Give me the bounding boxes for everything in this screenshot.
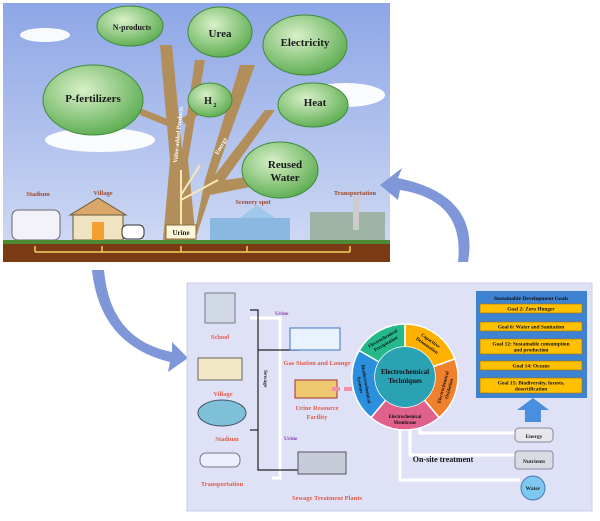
sdg-goal: [479, 338, 583, 355]
label-gas-station: Gas Station and Lounge: [283, 360, 350, 367]
sdg-goal-label-2: desertification: [515, 387, 547, 393]
sdg-goal-label: Goal 2: Zero Hunger: [507, 307, 555, 313]
technique-label: Systems: [355, 377, 363, 394]
buildings: [11, 196, 385, 241]
nutrients-tank: [514, 450, 554, 470]
label-urine-resource: Urine Resource: [295, 405, 338, 412]
sdg-goal: [479, 303, 583, 314]
sdg-goal: [479, 321, 583, 332]
center-label-1: Electrochemical: [381, 368, 429, 376]
label-urine-top: Urine: [275, 311, 289, 317]
energy-tank: [514, 427, 554, 443]
technique-label: Bioelectrochemical: [359, 364, 371, 404]
label-stadium: Stadium: [26, 191, 50, 198]
label-reused: Reused: [268, 159, 302, 171]
label-stadium: Stadium: [215, 436, 239, 443]
label-sewage: Sewage: [262, 370, 268, 388]
urine-source-box: [165, 224, 197, 240]
leaf-clusters: [42, 5, 349, 199]
sdg-goal-label-2: and production: [514, 348, 549, 354]
sdg-goal-label: Goal 12: Sustainable consumption: [492, 342, 569, 348]
sdg-goal: [479, 360, 583, 371]
clouds: [20, 28, 385, 152]
source-buildings: [197, 292, 347, 475]
label-transportation: Transportation: [334, 190, 377, 197]
top-panel-tree: N-products Urea Electricity P-fertilizer…: [3, 3, 390, 262]
curved-arrow-down: [92, 270, 188, 372]
sdg-goal-label: Goal 6: Water and Sanitation: [498, 325, 564, 331]
label-n-products: N-products: [113, 23, 152, 32]
label-water-output: Water: [526, 486, 541, 492]
label-village: Village: [93, 190, 112, 197]
label-energy-output: Energy: [525, 434, 542, 440]
label-scenery-spot: Scenery spot: [235, 199, 271, 206]
curved-arrow-up: [380, 168, 470, 262]
water-drop: [520, 475, 546, 501]
technique-label: Electrochemical: [389, 415, 423, 420]
label-water: Water: [270, 172, 299, 184]
label-value-added-products: Value-added Products: [173, 106, 185, 163]
soil: [3, 244, 390, 262]
label-h2-subscript: 2: [214, 103, 217, 109]
label-onsite-treatment: On-site treatment: [413, 455, 474, 464]
label-p-fertilizers: P-fertilizers: [65, 93, 121, 105]
label-heat: Heat: [304, 97, 327, 109]
label-sewage-treatment: Sewage Treatment Plants: [292, 495, 363, 502]
sdg-goal-label: Goal 14: Oceans: [512, 364, 549, 370]
bottom-panel-electrochemical: School Village Stadium Transportation Ga…: [186, 282, 593, 512]
label-facility: Facility: [307, 414, 329, 421]
technique-label: Membrane: [394, 421, 417, 426]
label-urine: Urine: [172, 229, 189, 237]
label-village: Village: [213, 391, 232, 398]
up-arrow: [517, 398, 549, 422]
center-circle: [375, 347, 435, 407]
grass: [3, 240, 390, 244]
label-school: School: [211, 334, 230, 341]
label-transportation: Transportation: [201, 481, 244, 488]
technique-label: Oxidation: [445, 378, 455, 399]
urine-arrows: [180, 164, 219, 228]
label-h2: H: [204, 96, 212, 107]
label-electricity: Electricity: [281, 37, 330, 49]
label-nutrients-output: Nutrients: [523, 459, 545, 465]
sdg-title: Sustainable Development Goals: [494, 296, 568, 302]
sdg-goal-label: Goal 15: Biodiversity, forests,: [498, 381, 565, 387]
sdg-goal: [479, 377, 583, 394]
center-label-2: Techniques: [388, 377, 422, 385]
label-urea: Urea: [208, 28, 232, 40]
label-urine-bottom: Urine: [284, 436, 298, 442]
underground-pipe: [34, 246, 351, 253]
